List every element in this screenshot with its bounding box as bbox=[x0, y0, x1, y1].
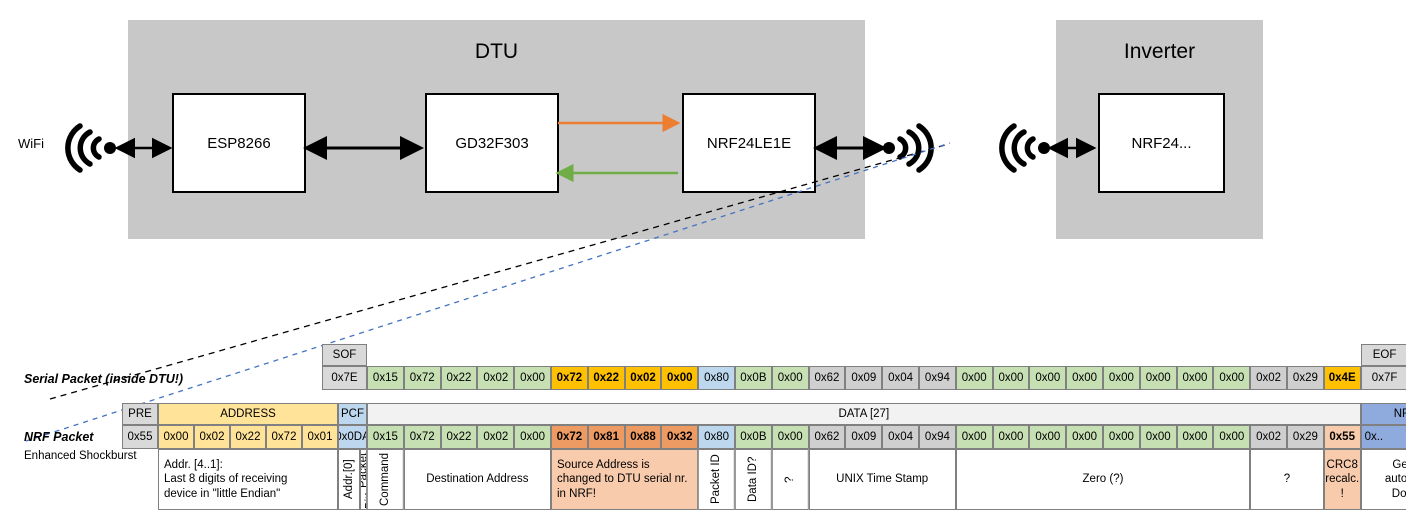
nrf-byte-cell: 0x04 bbox=[882, 425, 919, 449]
serial-byte-cell: 0x00 bbox=[514, 366, 551, 390]
nrf-byte-cell: 0x29 bbox=[1287, 425, 1324, 449]
annotation-unknown-2: ? bbox=[1250, 449, 1324, 510]
nrf-address-byte: 0x22 bbox=[230, 425, 266, 449]
serial-byte-cell: 0x00 bbox=[1103, 366, 1140, 390]
nrf-byte-cell: 0x72 bbox=[551, 425, 588, 449]
annotation-destination: Destination Address bbox=[403, 449, 551, 510]
nrf-byte-cell: 0x00 bbox=[992, 425, 1030, 449]
nrf-byte-cell: 0x32 bbox=[661, 425, 699, 449]
nrf-byte-cell: 0x81 bbox=[587, 425, 625, 449]
dtu-title: DTU bbox=[474, 40, 519, 63]
nrf-address-header: ADDRESS bbox=[158, 403, 338, 425]
nrf-crc-header: NRF CRC bbox=[1360, 403, 1406, 425]
nrf-byte-cell: 0x00 bbox=[1029, 425, 1067, 449]
serial-byte-cell: 0x00 bbox=[771, 366, 809, 390]
serial-byte-cell: 0x00 bbox=[1213, 366, 1251, 390]
nrf-byte-cell: 0x09 bbox=[845, 425, 883, 449]
chip-nrf24: NRF24... bbox=[1098, 93, 1225, 193]
annotation-zero: Zero (?) bbox=[955, 449, 1251, 510]
nrf-byte-cell: 0x15 bbox=[367, 425, 404, 449]
nrf-address-byte: 0x72 bbox=[266, 425, 302, 449]
block-diagram: DTU Inverter ESP8266 GD32F303 NRF24LE1E … bbox=[18, 20, 1263, 239]
serial-byte-cell: 0x80 bbox=[698, 366, 735, 390]
nrf-byte-cell: 0x00 bbox=[1103, 425, 1140, 449]
serial-sof-value: 0x7E bbox=[322, 366, 367, 390]
serial-byte-cell: 0x00 bbox=[661, 366, 699, 390]
annotation-command: Command bbox=[367, 449, 404, 510]
nrf-byte-cell: 0x62 bbox=[808, 425, 846, 449]
nrf-byte-cell: 0x88 bbox=[624, 425, 662, 449]
nrf-packet-label: NRF Packet bbox=[24, 430, 94, 444]
annotation-pcf: 9 Bit!Inc. Packet Length bbox=[360, 449, 367, 510]
annotation-crc8: CRC8 recalc. ! bbox=[1323, 449, 1361, 510]
inverter-title: Inverter bbox=[1123, 40, 1196, 63]
serial-packet-label: Serial Packet (inside DTU!) bbox=[24, 372, 184, 386]
nrf-address-byte: 0x00 bbox=[158, 425, 194, 449]
serial-byte-cell: 0x09 bbox=[845, 366, 883, 390]
serial-byte-cell: 0x4E bbox=[1323, 366, 1361, 390]
nrf-byte-cell: 0x02 bbox=[477, 425, 515, 449]
serial-byte-cell: 0x00 bbox=[1066, 366, 1103, 390]
annotation-nrf-crc: Generated automatically.Dont Care! bbox=[1360, 449, 1406, 510]
serial-byte-cell: 0x02 bbox=[477, 366, 515, 390]
nrf-byte-cell: 0x22 bbox=[440, 425, 478, 449]
serial-byte-cell: 0x29 bbox=[1287, 366, 1324, 390]
serial-byte-cell: 0x72 bbox=[403, 366, 441, 390]
serial-byte-cell: 0x94 bbox=[919, 366, 956, 390]
nrf-pre-value: 0x55 bbox=[122, 425, 158, 449]
serial-byte-cell: 0x00 bbox=[1176, 366, 1214, 390]
nrf-byte-cell: 0x00 bbox=[1066, 425, 1103, 449]
nrf-pcf-header: PCF bbox=[338, 403, 367, 425]
chip-nrf24le1e: NRF24LE1E bbox=[682, 93, 816, 193]
wifi-label: WiFi bbox=[18, 136, 44, 151]
nrf-byte-cell: 0x00 bbox=[1213, 425, 1251, 449]
nrf-byte-cell: 0x00 bbox=[955, 425, 993, 449]
serial-sof-header: SOF bbox=[322, 344, 367, 366]
nrf-pre-header: PRE bbox=[122, 403, 158, 425]
nrf-byte-cell: 0x02 bbox=[1250, 425, 1287, 449]
serial-byte-cell: 0x02 bbox=[624, 366, 662, 390]
nrf-byte-cell: 0x94 bbox=[919, 425, 956, 449]
nrf-byte-cell: 0x55 bbox=[1323, 425, 1361, 449]
annotation-timestamp: UNIX Time Stamp bbox=[808, 449, 956, 510]
serial-byte-cell: 0x22 bbox=[440, 366, 478, 390]
chip-gd32f303: GD32F303 bbox=[425, 93, 559, 193]
nrf-byte-cell: 0x00 bbox=[1139, 425, 1177, 449]
nrf-address-byte: 0x01 bbox=[302, 425, 338, 449]
serial-byte-cell: 0x0B bbox=[735, 366, 772, 390]
serial-byte-cell: 0x72 bbox=[551, 366, 588, 390]
annotation-source: Source Address is changed to DTU serial … bbox=[551, 449, 699, 510]
nrf-data-header: DATA [27] bbox=[367, 403, 1361, 425]
nrf-crc-byte: 0x.. bbox=[1360, 425, 1406, 449]
nrf-byte-cell: 0x00 bbox=[771, 425, 809, 449]
serial-byte-cell: 0x15 bbox=[367, 366, 404, 390]
serial-byte-cell: 0x04 bbox=[882, 366, 919, 390]
nrf-pcf-value: 0x0DA bbox=[338, 425, 367, 449]
serial-eof-header: EOF bbox=[1360, 344, 1406, 366]
serial-eof-value: 0x7F bbox=[1360, 366, 1406, 390]
serial-byte-cell: 0x02 bbox=[1250, 366, 1287, 390]
serial-byte-cell: 0x62 bbox=[808, 366, 846, 390]
serial-byte-cell: 0x00 bbox=[992, 366, 1030, 390]
chip-esp8266: ESP8266 bbox=[172, 93, 306, 193]
nrf-byte-cell: 0x00 bbox=[514, 425, 551, 449]
nrf-byte-cell: 0x72 bbox=[403, 425, 441, 449]
nrf-address-byte: 0x02 bbox=[194, 425, 230, 449]
packet-tables: Serial Packet (inside DTU!) NRF Packet E… bbox=[0, 262, 1406, 523]
annotation-data-id: Data ID? bbox=[735, 449, 772, 510]
nrf-byte-cell: 0x80 bbox=[698, 425, 735, 449]
serial-byte-cell: 0x00 bbox=[955, 366, 993, 390]
serial-byte-cell: 0x22 bbox=[587, 366, 625, 390]
annotation-addr0: Addr.[0] bbox=[338, 449, 360, 510]
serial-byte-cell: 0x00 bbox=[1139, 366, 1177, 390]
nrf-packet-sublabel: Enhanced Shockburst bbox=[24, 450, 137, 462]
nrf-byte-cell: 0x00 bbox=[1176, 425, 1214, 449]
annotation-packet-id: Packet ID bbox=[698, 449, 735, 510]
nrf-byte-cell: 0x0B bbox=[735, 425, 772, 449]
serial-byte-cell: 0x00 bbox=[1029, 366, 1067, 390]
annotation-unknown-1: ? bbox=[771, 449, 809, 510]
